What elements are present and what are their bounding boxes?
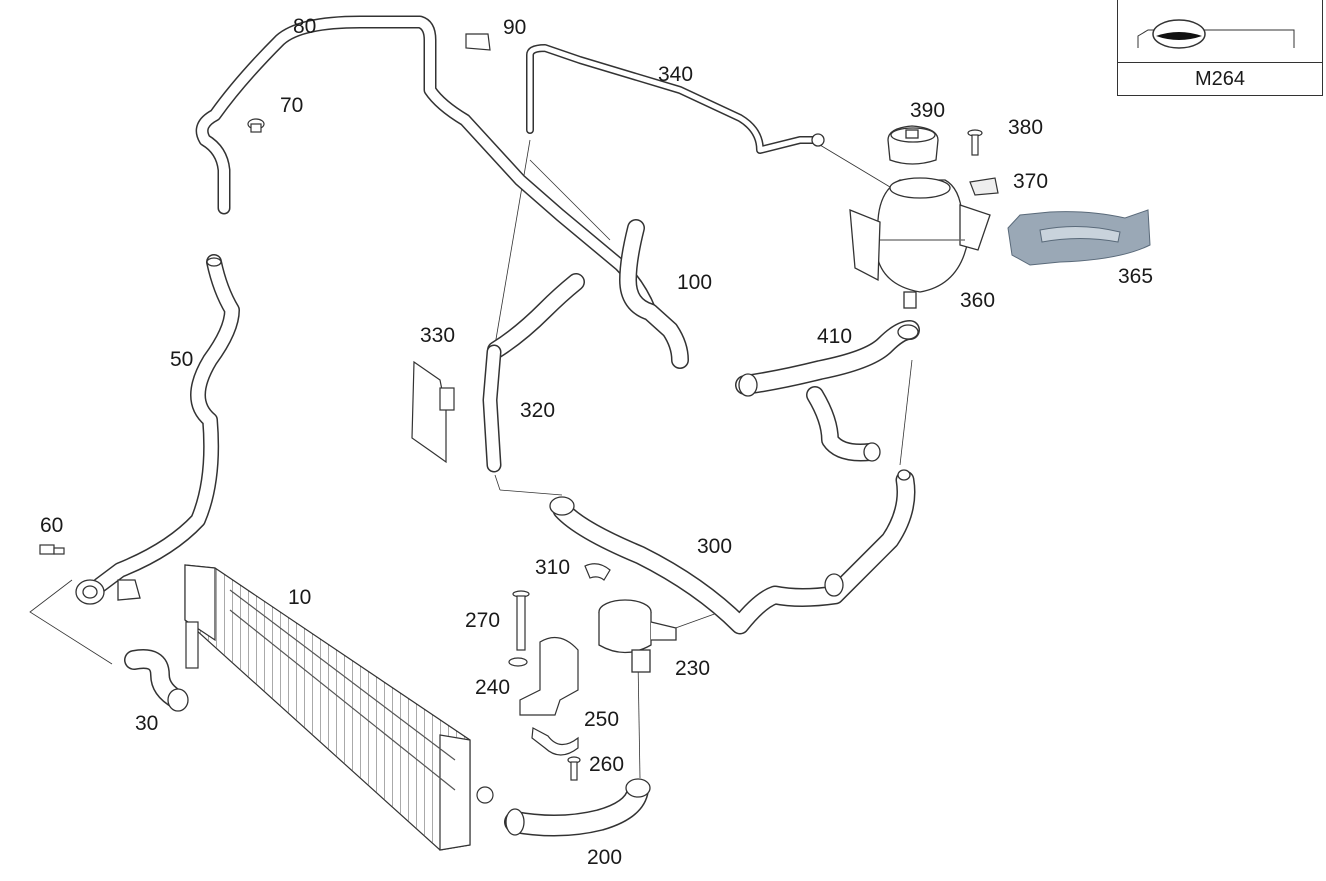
callout-310[interactable]: 310: [535, 556, 571, 579]
callout-230[interactable]: 230: [675, 657, 711, 680]
bracket-240: [508, 636, 579, 716]
hose-340: [526, 44, 822, 154]
hose-320-upper: [487, 273, 585, 359]
callout-330[interactable]: 330: [420, 324, 456, 347]
support-330: [411, 360, 455, 464]
sensor-60: [39, 544, 65, 555]
callout-90[interactable]: 90: [503, 16, 527, 39]
clip-310: [584, 563, 611, 581]
hose-320-lower: [482, 344, 502, 473]
callout-260[interactable]: 260: [589, 753, 625, 776]
callout-10[interactable]: 10: [288, 586, 312, 609]
callout-80[interactable]: 80: [293, 15, 317, 38]
engine-box-divider: [1118, 62, 1322, 63]
callout-360[interactable]: 360: [960, 289, 996, 312]
fitting-70: [247, 118, 265, 133]
hose-50: [92, 254, 240, 593]
callout-410[interactable]: 410: [817, 325, 853, 348]
callout-70[interactable]: 70: [280, 94, 304, 117]
radiator: [184, 564, 494, 851]
hose-100: [619, 219, 689, 369]
bolt-270: [512, 590, 530, 651]
hoses: [92, 15, 920, 837]
bracket-365: [1007, 209, 1151, 266]
cap-390: [887, 125, 939, 165]
coolant-flange: [75, 579, 141, 605]
engine-code-label: M264: [1194, 68, 1246, 90]
callout-380[interactable]: 380: [1008, 116, 1044, 139]
callout-200[interactable]: 200: [587, 846, 623, 869]
callout-250[interactable]: 250: [584, 708, 620, 731]
clamp-250: [531, 727, 579, 756]
callout-340[interactable]: 340: [658, 63, 694, 86]
hose-410: [735, 320, 920, 462]
hose-80: [195, 15, 657, 317]
callout-100[interactable]: 100: [677, 271, 713, 294]
callout-390[interactable]: 390: [910, 99, 946, 122]
callout-370[interactable]: 370: [1013, 170, 1049, 193]
callout-50[interactable]: 50: [170, 348, 194, 371]
engine-symbol-icon: [1137, 19, 1295, 49]
engine-variant-box: M264: [1117, 0, 1323, 96]
connector-90: [465, 33, 491, 51]
callout-270[interactable]: 270: [465, 609, 501, 632]
clip-nut-370: [969, 177, 999, 196]
hose-clamps: [167, 133, 919, 836]
hose-300: [552, 470, 916, 635]
screw-380: [967, 129, 983, 156]
screw-260: [567, 756, 581, 781]
callout-240[interactable]: 240: [475, 676, 511, 699]
callout-300[interactable]: 300: [697, 535, 733, 558]
pump-230: [598, 599, 677, 673]
leader-lines: [29, 139, 913, 779]
hose-200: [504, 779, 649, 837]
callout-320[interactable]: 320: [520, 399, 556, 422]
expansion-tank: [849, 177, 991, 309]
callout-365[interactable]: 365: [1118, 265, 1154, 288]
callout-60[interactable]: 60: [40, 514, 64, 537]
callout-30[interactable]: 30: [135, 712, 159, 735]
